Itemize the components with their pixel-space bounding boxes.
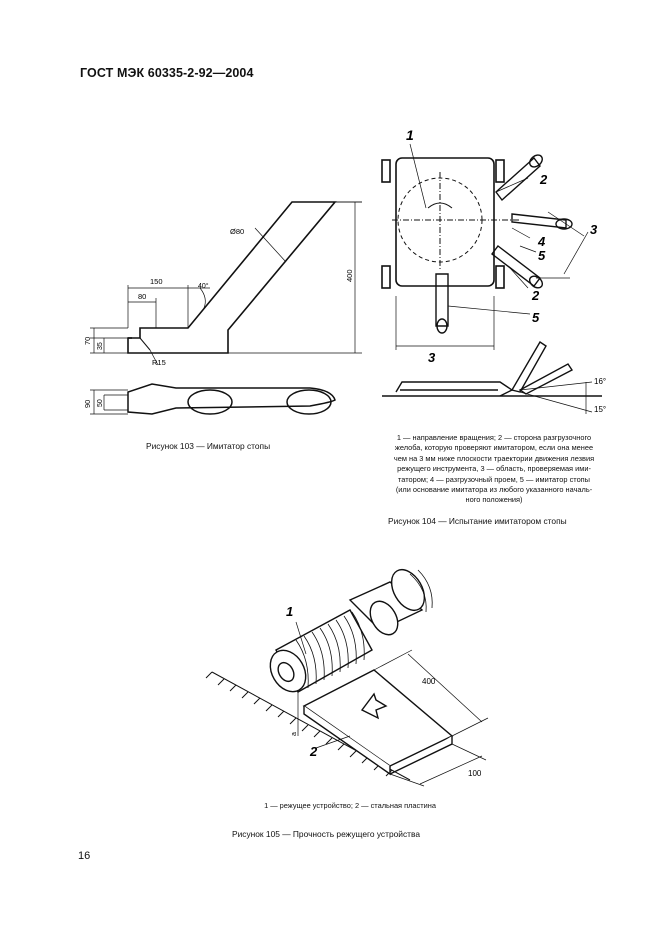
legend-line-7: ного положения)	[465, 495, 523, 505]
legend-line-6: (или основание имитатора из любого указа…	[395, 485, 593, 495]
dim-105-400: 400	[422, 677, 436, 686]
figure-105-cutter-strength-drawing: 1 2 400 100 a	[205, 569, 489, 787]
dim-400: 400	[345, 269, 354, 282]
dim-105-100: 100	[468, 769, 482, 778]
figure-104-legend: 1 — направление вращения; 2 — сторона ра…	[372, 433, 616, 506]
dim-150: 150	[150, 277, 163, 286]
label-104-5-top: 5	[538, 248, 546, 263]
dim-80: 80	[138, 292, 146, 301]
label-104-1: 1	[406, 128, 414, 143]
dim-radius-15: R15	[152, 358, 166, 367]
document-header: ГОСТ МЭК 60335-2-92—2004	[80, 66, 254, 80]
dim-35: 35	[97, 342, 104, 350]
label-104-3-top: 3	[590, 222, 598, 237]
label-104-3-bottom: 3	[428, 350, 436, 365]
angle-16: 16°	[594, 377, 606, 386]
label-104-4: 4	[537, 234, 546, 249]
dim-90: 90	[83, 400, 92, 408]
figure-103-foot-probe-drawing: Ø80 150 80 40° 400 70 35 R15 90 50	[83, 201, 362, 415]
label-105-2: 2	[309, 744, 318, 759]
dim-angle-40: 40°	[198, 282, 209, 290]
legend-line-3: чем на 3 мм ниже плоскости траектории дв…	[393, 453, 595, 463]
label-104-5-bottom: 5	[532, 310, 540, 325]
page-number: 16	[78, 850, 91, 862]
label-105-1: 1	[286, 604, 293, 619]
dim-105-a: a	[291, 732, 298, 736]
figure-104-test-drawing: 1 2 3 4 5 2 5 3 16° 15°	[381, 128, 606, 414]
legend-line-2: желоба, которую проверяют имитатором, ес…	[394, 443, 594, 453]
label-104-2-bottom: 2	[531, 288, 540, 303]
dim-50: 50	[97, 399, 104, 407]
angle-15: 15°	[594, 405, 606, 414]
legend-line-4: режущего инструмента, 3 — область, прове…	[397, 464, 591, 474]
label-104-2-top: 2	[539, 172, 548, 187]
legend-line-1: 1 — направление вращения; 2 — сторона ра…	[396, 433, 592, 442]
arrow-icon	[360, 692, 388, 720]
dim-70: 70	[83, 337, 92, 345]
dim-diameter-80: Ø80	[230, 227, 244, 236]
figure-105-caption: Рисунок 105 — Прочность режущего устройс…	[232, 829, 420, 839]
legend-line-5: татором; 4 — разгрузочный проем, 5 — ими…	[397, 474, 590, 484]
figure-103-caption: Рисунок 103 — Имитатор стопы	[146, 441, 271, 451]
figure-104-caption: Рисунок 104 — Испытание имитатором стопы	[388, 516, 567, 526]
figure-105-legend: 1 — режущее устройство; 2 — стальная пла…	[264, 801, 436, 810]
